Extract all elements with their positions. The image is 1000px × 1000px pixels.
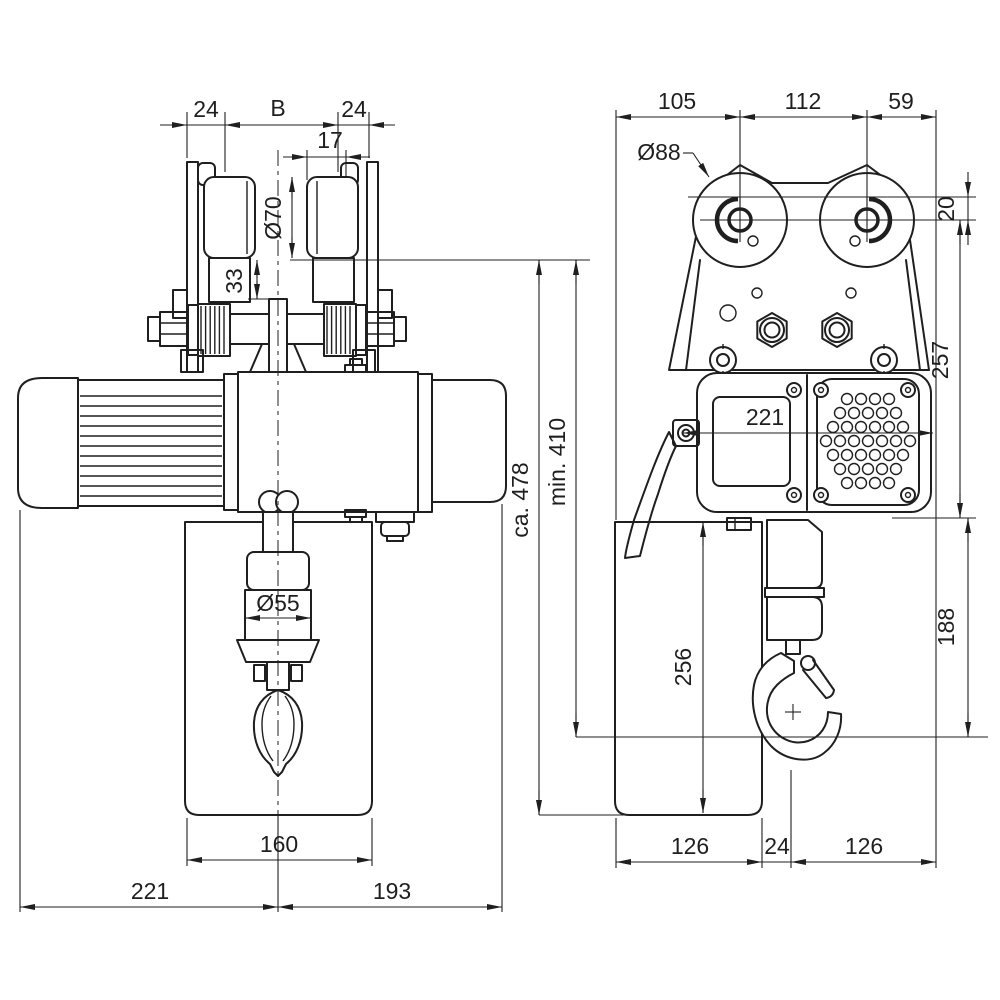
trolley-crossbar [147, 298, 407, 373]
safety-latch [825, 689, 835, 699]
dimension-annotations: 24 B 24 17 Ø70 33 Ø55 160 [19, 88, 988, 912]
dim-clearance-label: 33 [221, 268, 247, 294]
dim-center-to-body-label: 193 [373, 878, 411, 904]
spring-hatch-left [200, 306, 225, 354]
dim-hook-drop-label: 188 [933, 608, 959, 646]
chain-box-front [614, 521, 763, 816]
trolley-wheels-side [203, 176, 359, 303]
crossbar-nuts-front [756, 312, 853, 348]
dim-span-right-label: 59 [888, 88, 914, 114]
latch-pivot [800, 655, 816, 671]
cable-gland [375, 511, 415, 542]
dim-wheel-tread-label: 17 [317, 127, 343, 153]
side-view [17, 150, 507, 870]
dim-flange-right-label: 24 [341, 96, 367, 122]
dim-min-headroom-label: min. 410 [544, 418, 570, 506]
dim-wheel-dia-side-label: Ø70 [260, 196, 286, 239]
front-view [614, 164, 948, 816]
fan-cover [816, 378, 920, 506]
dim-body-height-label: 257 [927, 341, 953, 379]
hook-assembly-front [751, 519, 843, 761]
dim-chain-box-height-label: 256 [670, 648, 696, 686]
dim-beam-width-label: B [270, 95, 285, 121]
hoist-body-side [17, 358, 507, 542]
dim-flange-left-label: 24 [193, 96, 219, 122]
dim-span-left-label: 105 [658, 88, 696, 114]
dim-hook-offset-label: 24 [764, 833, 790, 859]
chain-box-side [184, 521, 373, 816]
dim-wheel-dia-front-label: Ø88 [637, 139, 680, 165]
dim-center-to-motor-label: 221 [131, 878, 169, 904]
suspension-lugs [709, 344, 898, 376]
gear-case [237, 371, 419, 513]
motor-cooling-fins [80, 395, 222, 497]
cover-screws [786, 382, 916, 503]
dim-tread-to-center-label: 20 [933, 196, 959, 222]
motor-body [77, 379, 225, 507]
chain-link [275, 490, 299, 514]
dim-center-right-label: 126 [845, 833, 883, 859]
control-cover [712, 396, 791, 487]
spring-hatch-right [326, 306, 351, 354]
motor-end-cap [17, 377, 79, 509]
chain-guide-bracket [624, 431, 677, 559]
dim-total-height-label: ca. 478 [507, 462, 533, 537]
hook-front [751, 652, 843, 761]
dim-hook-shank-label: Ø55 [256, 590, 299, 616]
dim-wheel-spacing-label: 112 [785, 88, 822, 114]
dim-box-left-label: 126 [671, 833, 709, 859]
trolley-wheels-front [692, 172, 915, 322]
dim-chain-box-width-label: 160 [260, 831, 298, 857]
dim-body-width-label: 221 [746, 404, 784, 430]
brake-end-cap [431, 379, 507, 503]
